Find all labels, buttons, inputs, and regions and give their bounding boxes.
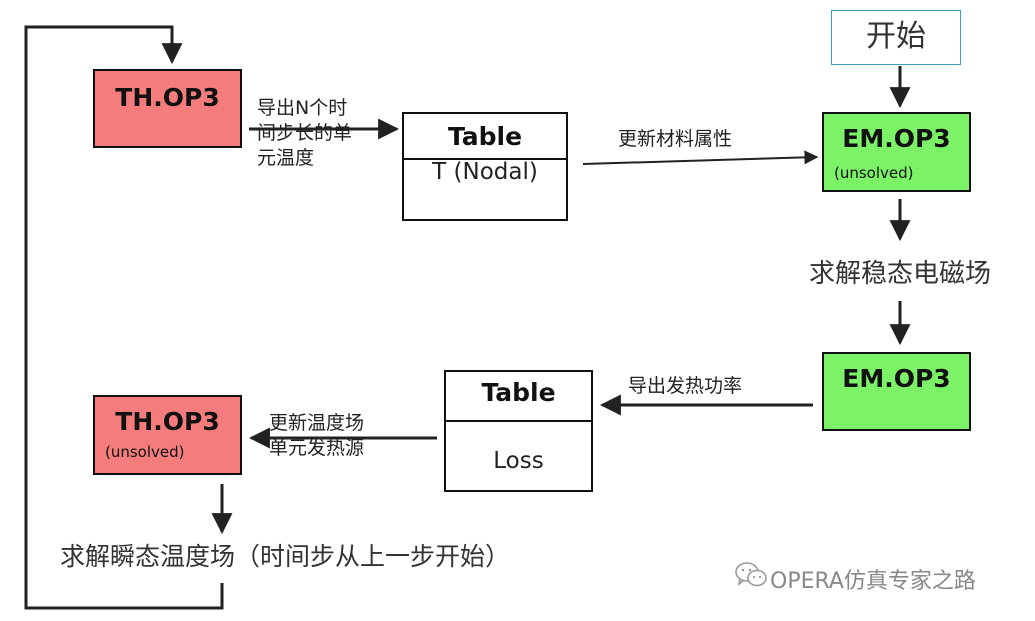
arrow-table-to-em bbox=[582, 150, 819, 165]
update-temp-source-label: 更新温度场 单元发热源 bbox=[269, 412, 365, 459]
update-material-label: 更新材料属性 bbox=[618, 128, 733, 150]
table-bottom-divider bbox=[446, 420, 591, 422]
em-op3-bottom-node: EM.OP3 bbox=[822, 352, 971, 431]
th-op3-bottom-title: TH.OP3 bbox=[115, 407, 220, 436]
table-bottom-node: Table Loss bbox=[444, 370, 593, 492]
th-op3-bottom-node: TH.OP3 (unsolved) bbox=[93, 395, 242, 475]
em-op3-top-title: EM.OP3 bbox=[842, 124, 951, 153]
wechat-icon bbox=[735, 562, 767, 587]
table-bottom-header: Table bbox=[481, 378, 556, 407]
th-op3-top-node: TH.OP3 bbox=[93, 69, 242, 148]
em-op3-bottom-title: EM.OP3 bbox=[842, 364, 951, 393]
table-bottom-cell: Loss bbox=[493, 448, 544, 474]
table-top-cell: T (Nodal) bbox=[432, 159, 538, 185]
table-top-node: Table T (Nodal) bbox=[402, 112, 568, 221]
em-op3-top-subtitle: (unsolved) bbox=[834, 164, 914, 182]
th-op3-bottom-subtitle: (unsolved) bbox=[105, 443, 185, 461]
start-box: 开始 bbox=[831, 10, 961, 65]
loop-arrow bbox=[24, 25, 224, 610]
table-top-header: Table bbox=[447, 122, 523, 151]
solve-steady-label: 求解稳态电磁场 bbox=[809, 259, 992, 289]
em-op3-top-node: EM.OP3 (unsolved) bbox=[822, 112, 971, 192]
start-label: 开始 bbox=[866, 19, 926, 54]
export-heat-label: 导出发热功率 bbox=[628, 375, 743, 397]
th-op3-top-title: TH.OP3 bbox=[115, 83, 220, 112]
table-top-divider bbox=[404, 158, 566, 160]
export-temperature-label: 导出N个时 间步长的单 元温度 bbox=[257, 97, 353, 169]
solve-transient-label: 求解瞬态温度场（时间步从上一步开始） bbox=[60, 542, 511, 571]
watermark-text: OPERA仿真专家之路 bbox=[770, 569, 976, 594]
